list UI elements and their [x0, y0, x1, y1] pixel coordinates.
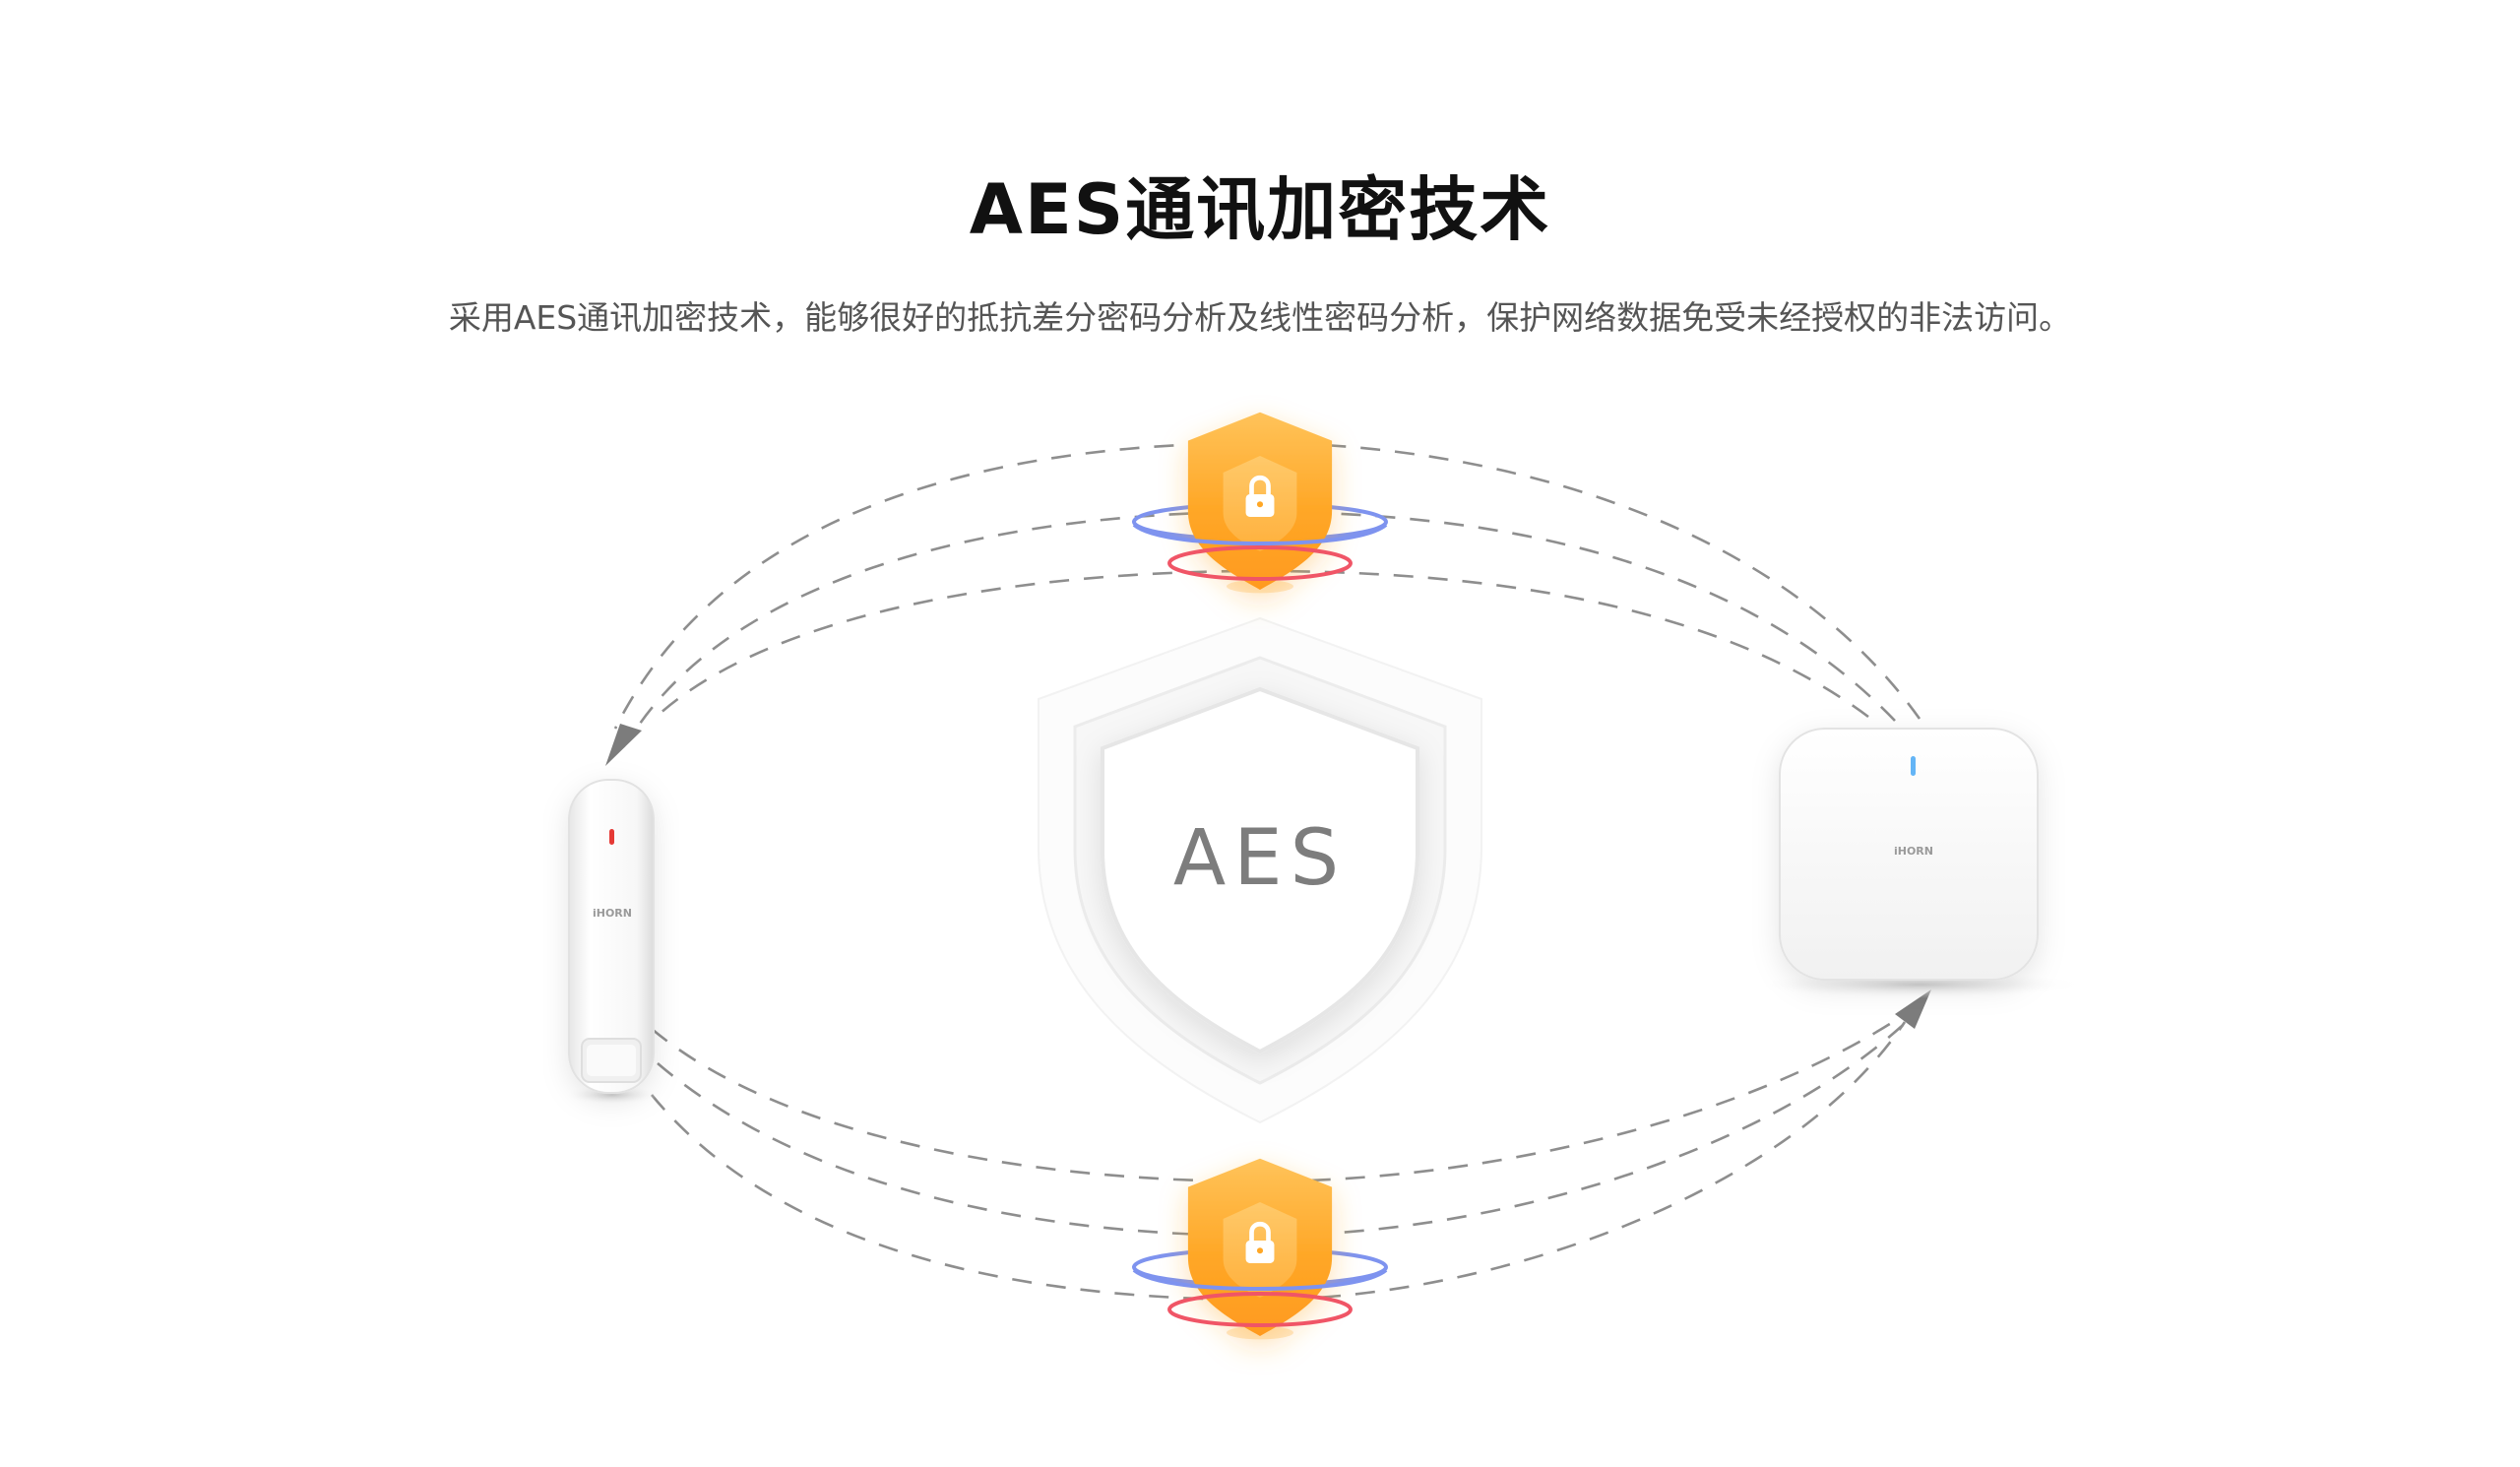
gateway-indicator-light [1911, 756, 1916, 776]
sensor-brand-label: iHORN [593, 907, 632, 920]
gateway-brand-label: iHORN [1894, 845, 1933, 858]
sensor-indicator-light [609, 829, 614, 845]
top-lock-shield [1132, 413, 1388, 594]
arrow-to-gateway-icon [1895, 989, 1931, 1029]
lock-shield-icon [1188, 1159, 1332, 1340]
arrow-to-sensor-icon [605, 724, 642, 766]
page-title: AES通讯加密技术 [969, 169, 1551, 250]
bottom-lock-shield [1132, 1159, 1388, 1340]
page-description: 采用AES通讯加密技术，能够很好的抵抗差分密码分析及线性密码分析，保护网络数据免… [448, 298, 2072, 337]
lock-shield-icon [1188, 413, 1332, 594]
aes-center-shield: AES [1004, 601, 1516, 1124]
sensor-device: iHORN [565, 779, 660, 1105]
gateway-device: iHORN [1752, 728, 2087, 998]
aes-label: AES [1173, 814, 1347, 903]
